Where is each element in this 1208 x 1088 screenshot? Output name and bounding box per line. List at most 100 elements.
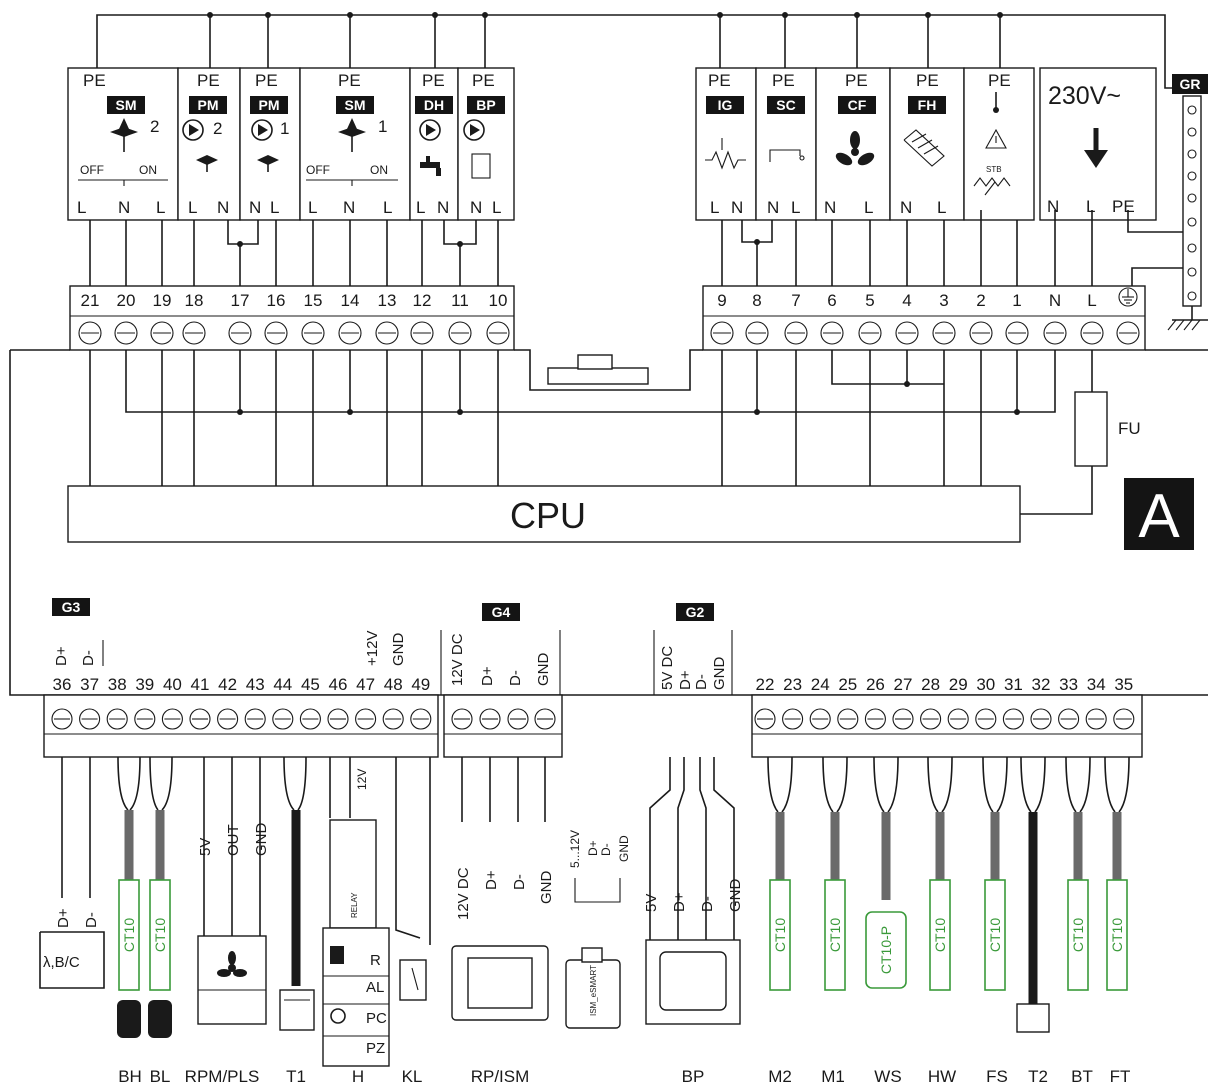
module-pm1 [239,67,301,221]
wire-label: D+ [55,908,72,928]
pe-label: PE [472,71,495,90]
screw-terminal [375,321,399,345]
module-tag: IG [718,97,733,113]
screw-terminal [1116,321,1140,345]
pin-label: L [864,198,873,217]
wire-label: 5V [197,838,214,856]
board-letter-badge: A [1124,478,1194,551]
center-connector [514,349,703,391]
terminal-number: 1 [1012,291,1021,310]
module-sm1 [299,67,411,221]
device-label: FS [986,1067,1008,1086]
terminal-number: 12 [413,291,432,310]
wire-label: GND [538,871,555,905]
terminal-number: 23 [783,675,802,694]
terminal-number: N [1049,291,1061,310]
relay-module: 12V RELAY R AL PC PZ [322,757,390,1067]
g4-header: D+ [479,666,496,686]
terminal-number: 17 [231,291,250,310]
terminal-number: 9 [717,291,726,310]
screw-terminal [338,321,362,345]
wire-label: GND [253,823,270,857]
wire-label: GND [727,879,744,913]
group-tag-g2: G2 [686,604,705,620]
pin-label: L [383,198,392,217]
device-label: BT [1071,1067,1093,1086]
pin-label: L [710,198,719,217]
relay-label: RELAY [350,892,359,918]
sensor-ct10p: CT10-P [878,926,894,974]
module-sc [755,67,817,221]
pin-label: N [824,198,836,217]
terminal-number: 34 [1087,675,1106,694]
supply-term: PE [1112,197,1135,216]
screw-terminal [534,708,556,730]
cleaner-icon [769,149,805,162]
wire-label: D+ [671,892,688,912]
screw-terminal [1058,708,1080,730]
terminal-number: 26 [866,675,885,694]
g3-header: +12V [364,631,381,666]
supply-box: 230V~ N L PE [1039,67,1157,221]
terminal-number: 11 [451,291,469,310]
ism-connector: 5...12V D+ D- GND ISM_eSMART [565,830,631,1029]
screw-terminal [327,708,349,730]
sensor-ct10: CT10 [121,918,137,952]
device-label: T2 [1028,1067,1048,1086]
module-bp [457,67,515,221]
valve-number: 2 [150,117,159,136]
wire-label: D- [511,874,528,890]
sensor-t1 [279,756,315,1031]
g4-header: GND [535,653,552,687]
cpu-label: CPU [510,495,586,536]
boiler-sensor-icon [148,1000,172,1038]
pin-label: N [249,198,261,217]
sensor-ct10: CT10 [827,918,843,952]
screw-terminal [106,708,128,730]
screw-terminal [1002,708,1024,730]
wire-label: OUT [225,824,242,856]
terminal-number: 43 [246,675,265,694]
g2-header: 5V DC [659,646,676,690]
terminal-number: 36 [53,675,72,694]
terminal-block-g2 [751,694,1143,758]
screw-terminal [355,708,377,730]
screw-terminal [754,708,776,730]
heater-icon [903,129,945,167]
fan-icon [835,131,875,166]
terminal-number: 47 [356,675,375,694]
g3-header: D+ [53,646,70,666]
screw-terminal [410,321,434,345]
display-icon [330,946,344,964]
pin-label: L [156,198,165,217]
buffer-pump-icon [463,119,491,179]
terminal-number: 13 [378,291,397,310]
pe-label: PE [988,71,1011,90]
pin-label: L [270,198,279,217]
on-label: ON [370,163,388,177]
terminal-number: 18 [185,291,204,310]
terminal-number: 2 [976,291,985,310]
terminal-number: 22 [756,675,775,694]
device-label: HW [928,1067,956,1086]
ground-bar: GR [1127,74,1208,331]
room-panel-rp: 12V DC D+ D- GND [451,757,555,1021]
ism-label: ISM_eSMART [589,965,598,1016]
terminal-number: 39 [135,675,154,694]
off-label: OFF [80,163,104,177]
top-left-modules: PE PE PE PE PE PE SM PM PM SM DH BP 2 1 … [67,67,515,221]
board-letter: A [1138,482,1180,551]
terminal-number: 42 [218,675,237,694]
screw-terminal [1005,321,1029,345]
screw-terminal [782,708,804,730]
terminal-number: 21 [81,291,100,310]
device-label: KL [402,1067,423,1086]
arrow-down-icon [1084,150,1108,168]
screw-terminal [448,321,472,345]
module-sm2 [67,67,179,221]
terminal-number: 30 [976,675,995,694]
screw-terminal [920,708,942,730]
screw-terminal [150,321,174,345]
module-ig [695,67,757,221]
